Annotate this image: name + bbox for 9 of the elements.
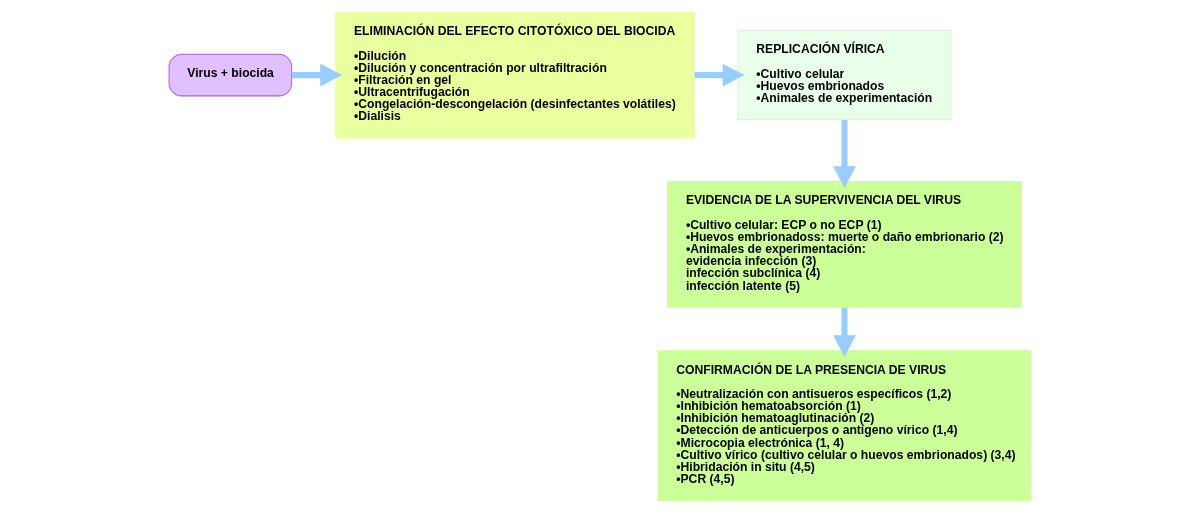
node-box: ELIMINACIÓN DEL EFECTO CITOTÓXICO DEL BIOCIDA •Dilución •Dilución y concentración por ultrafiltración •Filtración en gel •Ultracentrifugación •Congelación-descongelación (desinfectantes volátiles) •Dialisis bbox=[334, 11, 695, 139]
arrow bbox=[832, 120, 856, 188]
node-box: REPLICACIÓN VÍRICA •Cultivo celular •Huevos embrionados •Animales de experimentación bbox=[737, 30, 951, 121]
node-box: CONFIRMACIÓN DE LA PRESENCIA DE VIRUS •Neutralización con antisueros específicos (1,2) •Inhibición hematoabsorción (1) •Inhibición hematoaglutinación (2) •Detección de anticuerpos o antígeno vírico (1,4) •Microcopia electrónica (1, 4) •Cultivo vírico (cultivo celular o huevos embrionados) (3,4) •Hibridación in situ (4,5) •PCR (4,5) bbox=[657, 350, 1031, 502]
arrow bbox=[832, 307, 856, 358]
node-box: EVIDENCIA DE LA SUPERVIVENCIA DEL VIRUS •Cultivo celular: ECP o no ECP (1) •Huevos embrionadoss: muerte o daño embrionario (2) •Animales de experimentación: evidencia infección (3) infección subclínica (4) infección latente (5) bbox=[666, 181, 1022, 308]
arrow bbox=[291, 63, 342, 87]
node-box: Virus + biocida bbox=[168, 53, 292, 97]
arrow bbox=[694, 63, 744, 87]
